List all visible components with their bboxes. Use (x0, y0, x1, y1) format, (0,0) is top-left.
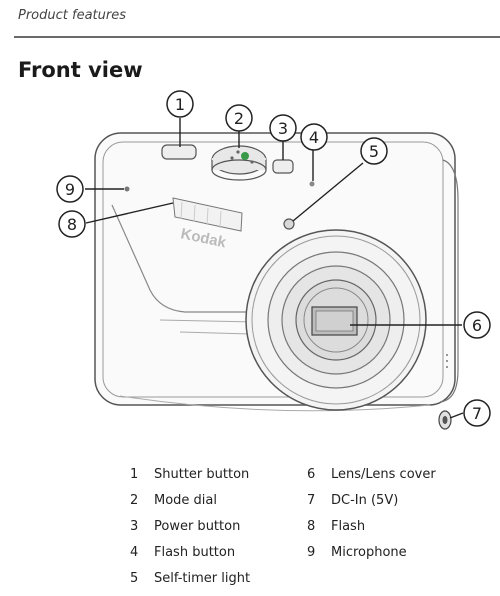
legend-label: Power button (154, 519, 241, 534)
svg-text:7: 7 (472, 404, 482, 423)
legend-label: Flash (331, 519, 366, 534)
legend-number: 9 (307, 545, 316, 560)
legend-item: 5 Self-timer light (130, 570, 250, 596)
callout-9: 9 (56, 175, 84, 203)
legend-number: 2 (130, 493, 139, 508)
legend-right-column: 6 Lens/Lens cover 7 DC-In (5V) 8 Flash 9 Mic… (307, 466, 436, 570)
legend-label: Flash button (154, 545, 236, 560)
flash-window (172, 197, 243, 232)
svg-text:1: 1 (175, 95, 185, 114)
legend-number: 4 (130, 545, 139, 560)
power-button[interactable] (272, 159, 294, 174)
microphone (124, 186, 130, 192)
callout-1: 1 (166, 90, 194, 118)
section-header: Product features (18, 8, 126, 23)
legend-label: DC-In (5V) (331, 493, 399, 508)
legend-item: 2 Mode dial (130, 492, 250, 518)
shutter-button[interactable] (161, 144, 197, 160)
legend-number: 3 (130, 519, 139, 534)
legend-item: 4 Flash button (130, 544, 250, 570)
svg-text:5: 5 (369, 142, 379, 161)
svg-text:4: 4 (309, 128, 319, 147)
svg-text:8: 8 (67, 215, 77, 234)
legend-label: Shutter button (154, 467, 250, 482)
mode-dial[interactable] (211, 145, 267, 181)
callout-6: 6 (463, 311, 491, 339)
dc-in-port (438, 410, 452, 430)
legend-item: 8 Flash (307, 518, 436, 544)
camera-front-view-illustration: Kodak 1 2 (56, 90, 491, 430)
callout-8: 8 (58, 210, 86, 238)
legend-label: Lens/Lens cover (331, 467, 436, 482)
svg-text:2: 2 (234, 109, 244, 128)
legend-item: 6 Lens/Lens cover (307, 466, 436, 492)
legend-left-column: 1 Shutter button 2 Mode dial 3 Power button… (130, 466, 250, 596)
legend-number: 1 (130, 467, 139, 482)
legend-label: Mode dial (154, 493, 217, 508)
callout-7: 7 (463, 399, 491, 427)
svg-text:9: 9 (65, 180, 75, 199)
flash-button[interactable] (309, 181, 315, 187)
callout-3: 3 (269, 114, 297, 142)
legend-number: 7 (307, 493, 316, 508)
side-speaker-holes (446, 354, 448, 368)
legend-number: 8 (307, 519, 316, 534)
legend-item: 3 Power button (130, 518, 250, 544)
legend-label: Self-timer light (154, 571, 251, 586)
callout-leaders (85, 118, 464, 419)
svg-text:6: 6 (472, 316, 482, 335)
callout-4: 4 (300, 123, 328, 151)
legend-label: Microphone (331, 545, 407, 560)
legend-item: 9 Microphone (307, 544, 436, 570)
self-timer-light (283, 218, 295, 230)
legend-item: 7 DC-In (5V) (307, 492, 436, 518)
legend-item: 1 Shutter button (130, 466, 250, 492)
callout-5: 5 (360, 137, 388, 165)
lens-cover (311, 306, 358, 336)
callout-2: 2 (225, 104, 253, 132)
page-title: Front view (18, 58, 143, 82)
header-divider (14, 36, 500, 38)
legend-number: 5 (130, 571, 139, 586)
legend-number: 6 (307, 467, 316, 482)
svg-text:3: 3 (278, 119, 288, 138)
